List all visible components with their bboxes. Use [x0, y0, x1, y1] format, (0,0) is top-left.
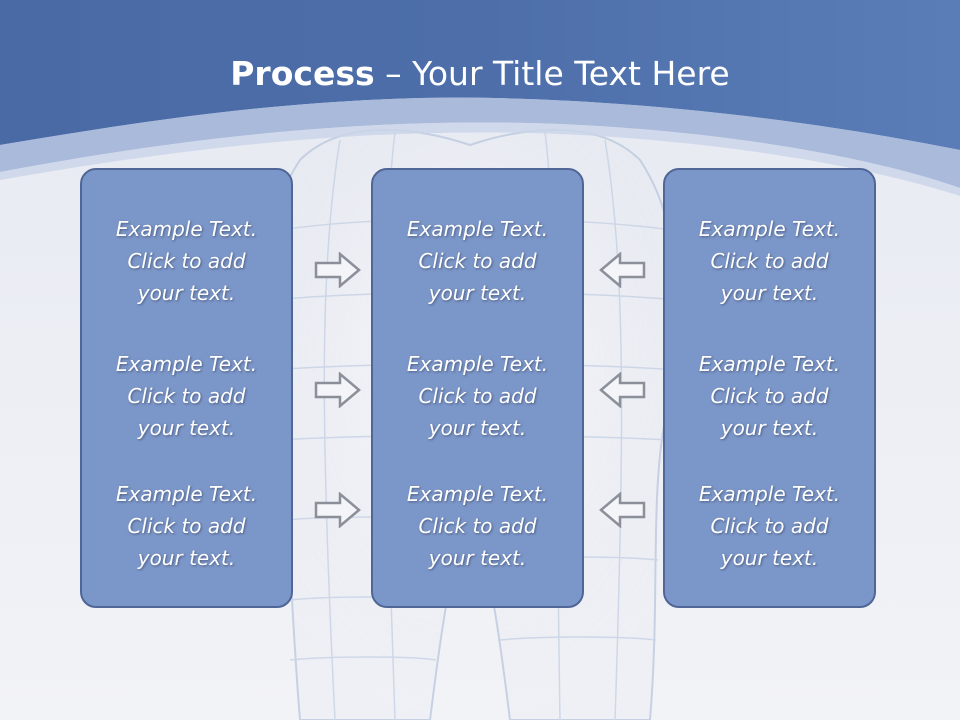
text-line: Example Text.	[698, 482, 841, 506]
panel-text-block[interactable]: Example Text. Click to add your text.	[665, 348, 874, 444]
text-line: Click to add	[710, 384, 829, 408]
text-line: Click to add	[127, 249, 246, 273]
arrow-right-icon[interactable]	[314, 492, 362, 528]
text-line: Click to add	[418, 514, 537, 538]
text-line: Example Text.	[698, 352, 841, 376]
text-line: Example Text.	[115, 352, 258, 376]
text-line: your text.	[720, 546, 819, 570]
text-line: Click to add	[418, 249, 537, 273]
text-line: your text.	[137, 416, 236, 440]
panel-text-block[interactable]: Example Text. Click to add your text.	[373, 213, 582, 309]
left-process-panel[interactable]: Example Text. Click to add your text. Ex…	[80, 168, 293, 608]
panel-text-block[interactable]: Example Text. Click to add your text.	[665, 478, 874, 574]
text-line: Example Text.	[406, 482, 549, 506]
panel-text-block[interactable]: Example Text. Click to add your text.	[82, 213, 291, 309]
panel-text-block[interactable]: Example Text. Click to add your text.	[82, 478, 291, 574]
text-line: your text.	[137, 546, 236, 570]
text-line: your text.	[428, 546, 527, 570]
text-line: your text.	[720, 416, 819, 440]
arrow-left-icon[interactable]	[598, 372, 646, 408]
text-line: Example Text.	[406, 217, 549, 241]
text-line: Click to add	[127, 514, 246, 538]
text-line: your text.	[428, 281, 527, 305]
slide-title[interactable]: Process – Your Title Text Here	[0, 52, 960, 96]
panel-text-block[interactable]: Example Text. Click to add your text.	[373, 478, 582, 574]
text-line: your text.	[720, 281, 819, 305]
center-process-panel[interactable]: Example Text. Click to add your text. Ex…	[371, 168, 584, 608]
text-line: Click to add	[418, 384, 537, 408]
arrow-left-icon[interactable]	[598, 492, 646, 528]
panel-text-block[interactable]: Example Text. Click to add your text.	[373, 348, 582, 444]
right-process-panel[interactable]: Example Text. Click to add your text. Ex…	[663, 168, 876, 608]
panel-text-block[interactable]: Example Text. Click to add your text.	[665, 213, 874, 309]
text-line: Example Text.	[406, 352, 549, 376]
arrow-left-icon[interactable]	[598, 252, 646, 288]
text-line: your text.	[137, 281, 236, 305]
text-line: Click to add	[710, 514, 829, 538]
text-line: Click to add	[710, 249, 829, 273]
text-line: your text.	[428, 416, 527, 440]
text-line: Example Text.	[115, 217, 258, 241]
panel-text-block[interactable]: Example Text. Click to add your text.	[82, 348, 291, 444]
text-line: Example Text.	[698, 217, 841, 241]
title-rest-part: – Your Title Text Here	[374, 54, 730, 93]
title-bold-part: Process	[230, 54, 375, 93]
text-line: Click to add	[127, 384, 246, 408]
text-line: Example Text.	[115, 482, 258, 506]
arrow-right-icon[interactable]	[314, 372, 362, 408]
arrow-right-icon[interactable]	[314, 252, 362, 288]
